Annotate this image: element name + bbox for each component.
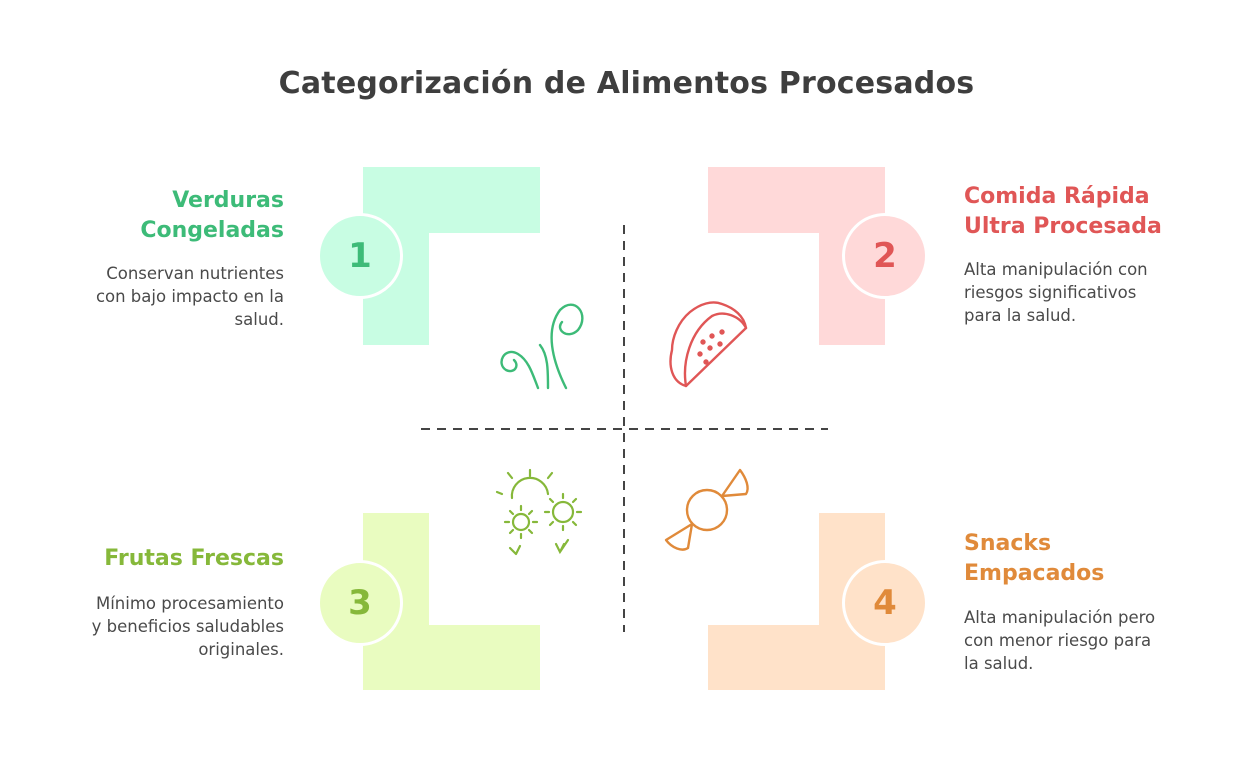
quadrant-4-desc-line-2: con menor riesgo para [964, 631, 1152, 650]
page-title: Categorización de Alimentos Procesados [278, 66, 975, 101]
quadrant-2-title-line-2: Ultra Procesada [964, 214, 1162, 239]
quadrant-1-title-line-1: Verduras [172, 188, 284, 213]
sprout-icon [500, 303, 584, 390]
quadrant-2-desc-line-3: para la salud. [964, 306, 1077, 325]
quadrant-3-description: Mínimo procesamiento y beneficios saluda… [30, 592, 284, 661]
step-number-3: 3 [317, 560, 403, 646]
quadrant-3-title: Frutas Frescas [40, 544, 284, 574]
quadrant-4-title-line-2: Empacados [964, 561, 1105, 586]
flowers-icon [495, 468, 583, 556]
quadrant-4-title: Snacks Empacados [964, 529, 1224, 589]
step-number-2: 2 [842, 213, 928, 299]
quadrant-2-title-line-1: Comida Rápida [964, 184, 1150, 209]
quadrant-1-title: Verduras Congeladas [60, 186, 284, 246]
quadrant-4-title-line-1: Snacks [964, 531, 1052, 556]
quadrant-1-shape [363, 167, 540, 345]
quadrant-4-description: Alta manipulación pero con menor riesgo … [964, 606, 1224, 675]
quadrant-4-shape [708, 513, 885, 690]
quadrant-4-desc-line-3: la salud. [964, 654, 1034, 673]
candy-icon [664, 468, 749, 551]
quadrant-4-desc-line-1: Alta manipulación pero [964, 608, 1156, 627]
quadrant-2-description: Alta manipulación con riesgos significat… [964, 258, 1224, 327]
quadrant-1-desc-line-2: con bajo impacto en la [95, 287, 284, 306]
quadrant-3-title-line-1: Frutas Frescas [104, 546, 284, 571]
quadrant-3-desc-line-1: Mínimo procesamiento [95, 594, 284, 613]
step-number-4: 4 [842, 560, 928, 646]
taco-icon [669, 301, 748, 388]
quadrant-2-shape [708, 167, 885, 345]
quadrant-2-desc-line-2: riesgos significativos [964, 283, 1137, 302]
quadrant-1-title-line-2: Congeladas [140, 218, 284, 243]
quadrant-1-desc-line-1: Conservan nutrientes [106, 264, 284, 283]
quadrant-2-title: Comida Rápida Ultra Procesada [964, 182, 1224, 242]
quadrant-1-description: Conservan nutrientes con bajo impacto en… [40, 262, 284, 331]
quadrant-1-desc-line-3: salud. [234, 310, 284, 329]
quadrant-3-desc-line-2: y beneficios saludables [91, 617, 284, 636]
step-number-1: 1 [317, 213, 403, 299]
quadrant-2-desc-line-1: Alta manipulación con [964, 260, 1148, 279]
quadrant-3-shape [363, 513, 540, 690]
quadrant-3-desc-line-3: originales. [198, 640, 284, 659]
